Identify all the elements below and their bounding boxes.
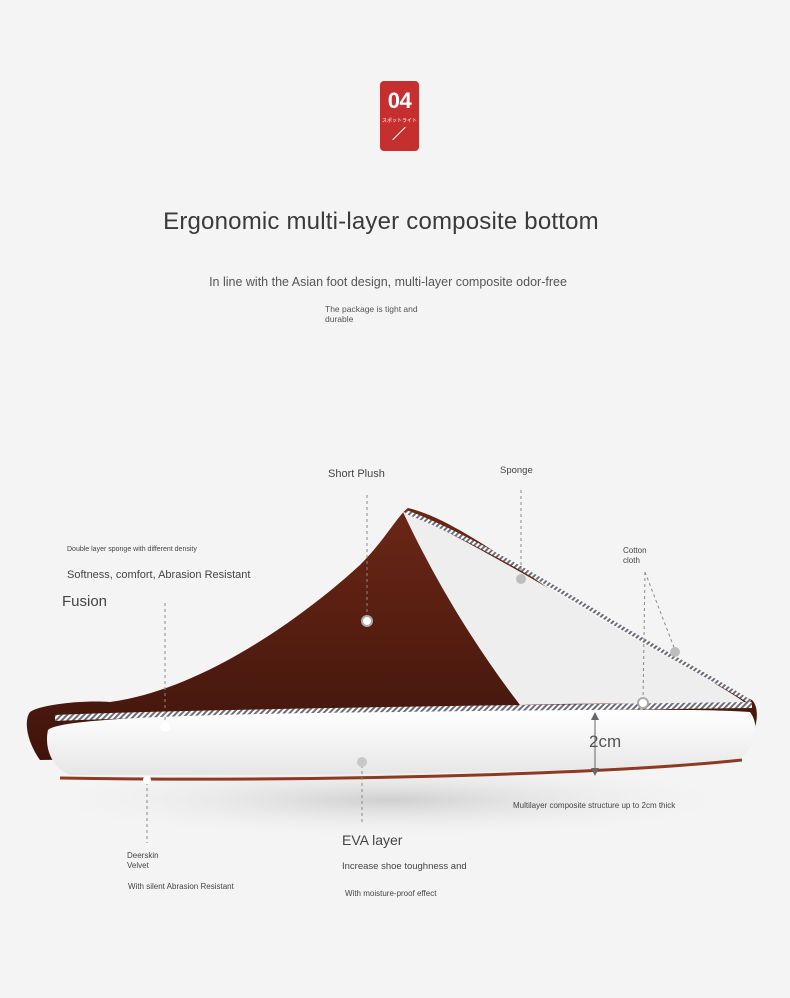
sponge-lining <box>403 512 748 705</box>
sponge-stripe-edge <box>405 510 752 704</box>
page-subtitle: In line with the Asian foot design, mult… <box>209 275 567 289</box>
slipper-cross-section-illustration <box>20 490 760 843</box>
marker-eva <box>357 757 367 767</box>
badge-subtitle: スポットライト <box>381 118 417 124</box>
label-eva-layer: EVA layer <box>342 832 403 848</box>
label-cotton-cloth: Cotton cloth <box>623 546 647 565</box>
label-short-plush: Short Plush <box>328 468 385 480</box>
label-sponge: Sponge <box>500 465 533 476</box>
marker-deerskin <box>143 776 151 784</box>
badge-number: 04 <box>387 88 412 113</box>
arrow-head-top <box>591 712 599 720</box>
label-multilayer: Multilayer composite structure up to 2cm… <box>513 801 676 810</box>
marker-cotton-lining <box>637 697 649 709</box>
eva-sole-body <box>46 709 756 776</box>
section-number-badge: 04 スポットライト <box>380 81 419 151</box>
marker-fusion <box>160 722 170 732</box>
label-double-layer: Double layer sponge with different densi… <box>67 546 197 553</box>
marker-sponge <box>516 574 526 584</box>
label-thickness: 2cm <box>589 732 622 751</box>
arrow-head-bottom <box>591 768 599 776</box>
marker-short-plush <box>361 615 373 627</box>
label-softness: Softness, comfort, Abrasion Resistant <box>67 569 251 581</box>
leader-cotton-a <box>644 571 676 651</box>
label-deerskin: Deerskin Velvet <box>127 851 159 870</box>
label-silent: With silent Abrasion Resistant <box>128 882 234 891</box>
marker-cotton <box>670 647 680 657</box>
label-fusion: Fusion <box>62 593 108 610</box>
package-note: The package is tight and durable <box>325 304 418 324</box>
label-eva-desc1: Increase shoe toughness and <box>342 861 467 872</box>
sole-bottom-edge <box>59 758 743 781</box>
badge-slash-decoration <box>392 126 406 141</box>
label-eva-desc2: With moisture-proof effect <box>345 889 437 898</box>
page-title: Ergonomic multi-layer composite bottom <box>163 208 599 235</box>
